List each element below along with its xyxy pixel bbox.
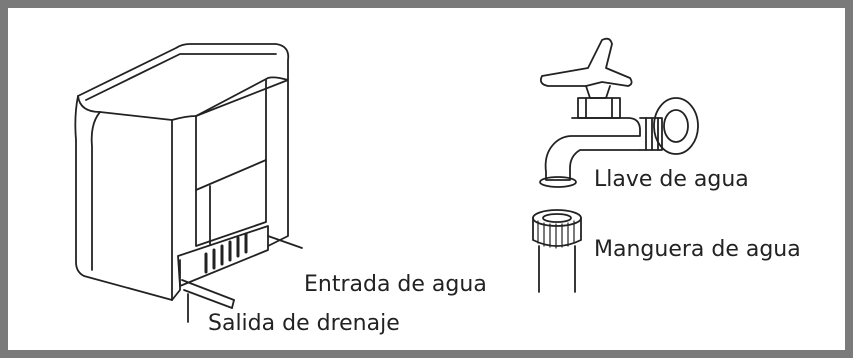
faucet-connector-threads (645, 117, 659, 151)
drain-pipe (181, 279, 235, 309)
hose-coupling-body (532, 217, 582, 247)
inlet-leader-line (267, 235, 303, 249)
vent-grille (204, 232, 248, 274)
faucet-body (544, 117, 641, 181)
faucet-stem (585, 85, 611, 99)
ice-machine-unit (74, 43, 303, 323)
water-faucet-label: Llave de agua (594, 167, 749, 192)
faucet-connector (639, 117, 663, 151)
faucet-nut-facets (585, 97, 613, 119)
machine-front-inner-edge (90, 111, 101, 271)
hose-coupling-opening (542, 213, 572, 223)
machine-lid-rim (85, 53, 277, 101)
machine-top-lid (77, 43, 290, 121)
water-hose-label: Manguera de agua (594, 237, 801, 262)
faucet-handle-icon (539, 37, 633, 87)
faucet-wall-flange (653, 97, 699, 155)
water-inlet-label: Entrada de agua (304, 272, 487, 297)
hose-tube (538, 245, 576, 293)
machine-front-edge (74, 95, 173, 301)
machine-right-side (195, 79, 289, 247)
faucet-packing-nut (577, 97, 621, 119)
machine-lower-panel (195, 159, 267, 247)
faucet-spout-tip (539, 176, 577, 188)
water-hose (532, 209, 582, 293)
machine-base (171, 259, 181, 301)
machine-front-recess (195, 79, 267, 191)
hose-coupling-knurl (537, 220, 575, 249)
faucet (539, 37, 699, 188)
drain-outlet-label: Salida de drenaje (208, 311, 400, 336)
drain-pipe-end (231, 299, 235, 309)
faucet-wall-flange-inner (663, 109, 689, 143)
